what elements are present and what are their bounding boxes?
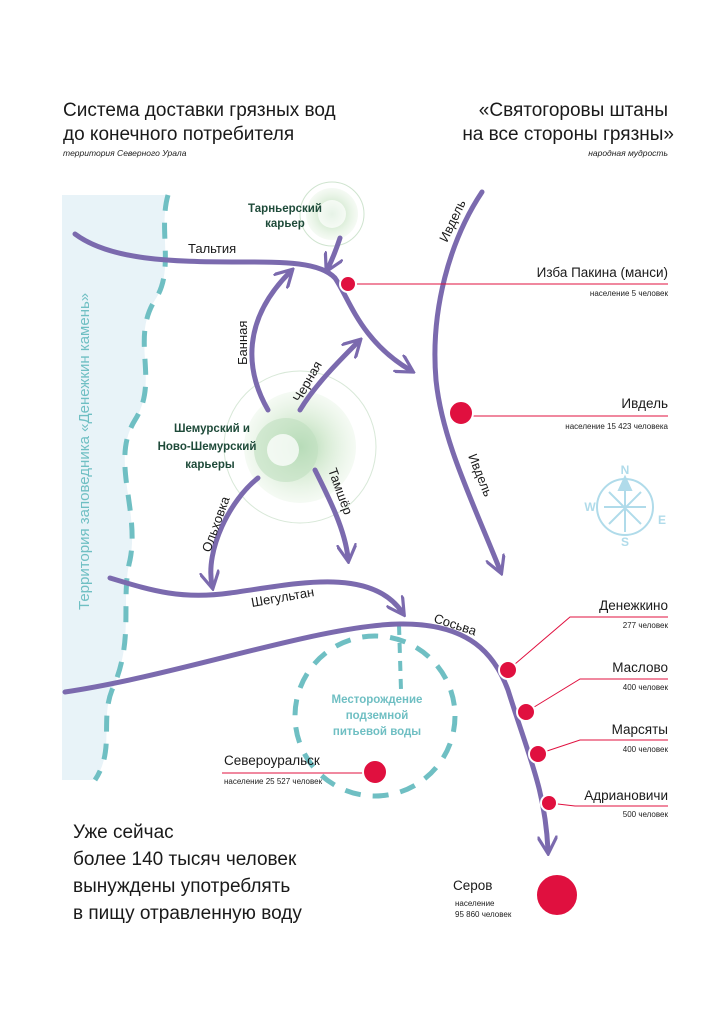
settlement-serov-pop-1: население — [455, 899, 495, 908]
quote-line-2: на все стороны грязны» — [462, 124, 674, 145]
reserve-label: Территория заповедника «Денежкин камень» — [76, 293, 93, 610]
callout-line-1: Уже сейчас — [73, 822, 174, 843]
deposit-label-1: Месторождение — [332, 694, 423, 706]
svg-text:N: N — [621, 463, 630, 477]
settlement-marsyaty-name: Марсяты — [612, 722, 668, 737]
title-line-2: до конечного потребителя — [63, 124, 294, 145]
quarry-label-shemur-1: Шемурский и — [174, 423, 250, 435]
deposit-border — [292, 633, 458, 799]
river-label-taltia: Тальтия — [188, 241, 236, 256]
svg-text:E: E — [658, 513, 666, 527]
river-tamsher — [312, 467, 348, 558]
settlement-severouralsk-pop: население 25 527 человек — [224, 777, 323, 786]
settlement-ivdel-name: Ивдель — [621, 396, 668, 411]
quote-line-1: «Святогоровы штаны — [479, 100, 668, 121]
settlement-serov-name: Серов — [453, 878, 492, 893]
settlement-ivdel-dot — [448, 400, 474, 426]
river-label-bannaya: Банная — [235, 321, 250, 365]
settlement-serov-pop-2: 95 860 человек — [455, 910, 512, 919]
settlement-marsyaty-pop: 400 человек — [623, 745, 669, 754]
settlement-denezhkino-name: Денежкино — [599, 598, 668, 613]
river-ivdel — [432, 189, 500, 570]
settlement-maslovo-pop: 400 человек — [623, 683, 669, 692]
settlement-adrianovichi-pop: 500 человек — [623, 810, 669, 819]
settlement-adrianovichi-dot — [540, 794, 558, 812]
shemur-quarry — [223, 370, 377, 524]
callout-line-4: в пищу отравленную воду — [73, 903, 302, 924]
leader-marsyaty — [537, 739, 668, 755]
river-taltia — [72, 231, 410, 370]
callout-line-3: вынуждены употреблять — [73, 876, 290, 897]
settlement-izba-pop: население 5 человек — [590, 289, 669, 298]
svg-text:S: S — [621, 535, 629, 549]
settlement-denezhkino-dot — [498, 660, 518, 680]
settlement-marsyaty-dot — [528, 744, 548, 764]
quarry-label-tarnier-1: Тарньерский — [248, 203, 322, 215]
river-bannaya — [249, 272, 290, 413]
deposit-link — [397, 624, 403, 691]
settlement-adrianovichi-name: Адриановичи — [584, 788, 668, 803]
quarry-label-shemur-3: карьеры — [185, 459, 235, 471]
settlement-serov-dot — [535, 873, 579, 917]
river-olkhovka — [211, 475, 261, 585]
river-tarnier-outflow — [328, 235, 340, 268]
settlement-denezhkino-pop: 277 человек — [623, 621, 669, 630]
quarry-label-tarnier-2: карьер — [265, 218, 305, 230]
settlement-severouralsk-dot — [362, 759, 388, 785]
callout-line-2: более 140 тысяч человек — [73, 849, 297, 870]
quote-source: народная мудрость — [588, 148, 668, 158]
river-label-olkhovka: Ольховка — [199, 494, 233, 554]
settlement-izba-name: Изба Пакина (манси) — [537, 265, 668, 280]
deposit-label-3: питьевой воды — [333, 726, 421, 738]
reserve-border — [92, 194, 171, 782]
deposit-label-2: подземной — [346, 710, 409, 722]
compass-icon: N S W E — [584, 463, 666, 549]
river-chernaya — [297, 342, 358, 413]
title-line-1: Система доставки грязных вод — [63, 100, 336, 121]
river-sosva — [62, 621, 548, 850]
quarry-label-shemur-2: Ново-Шемурский — [158, 441, 257, 453]
settlement-maslovo-name: Маслово — [612, 660, 668, 675]
leader-denezhkino — [507, 616, 668, 671]
settlement-severouralsk-name: Североуральск — [224, 753, 320, 768]
settlement-izba-dot — [339, 275, 357, 293]
settlement-maslovo-dot — [516, 702, 536, 722]
river-shegultan — [107, 575, 402, 612]
reserve-area — [62, 195, 168, 780]
leader-maslovo — [525, 678, 668, 713]
svg-text:W: W — [584, 500, 596, 514]
subtitle: территория Северного Урала — [63, 148, 187, 158]
leader-adrianovichi — [548, 802, 668, 807]
tarnier-quarry — [299, 181, 365, 247]
settlement-ivdel-pop: население 15 423 человека — [565, 422, 668, 431]
